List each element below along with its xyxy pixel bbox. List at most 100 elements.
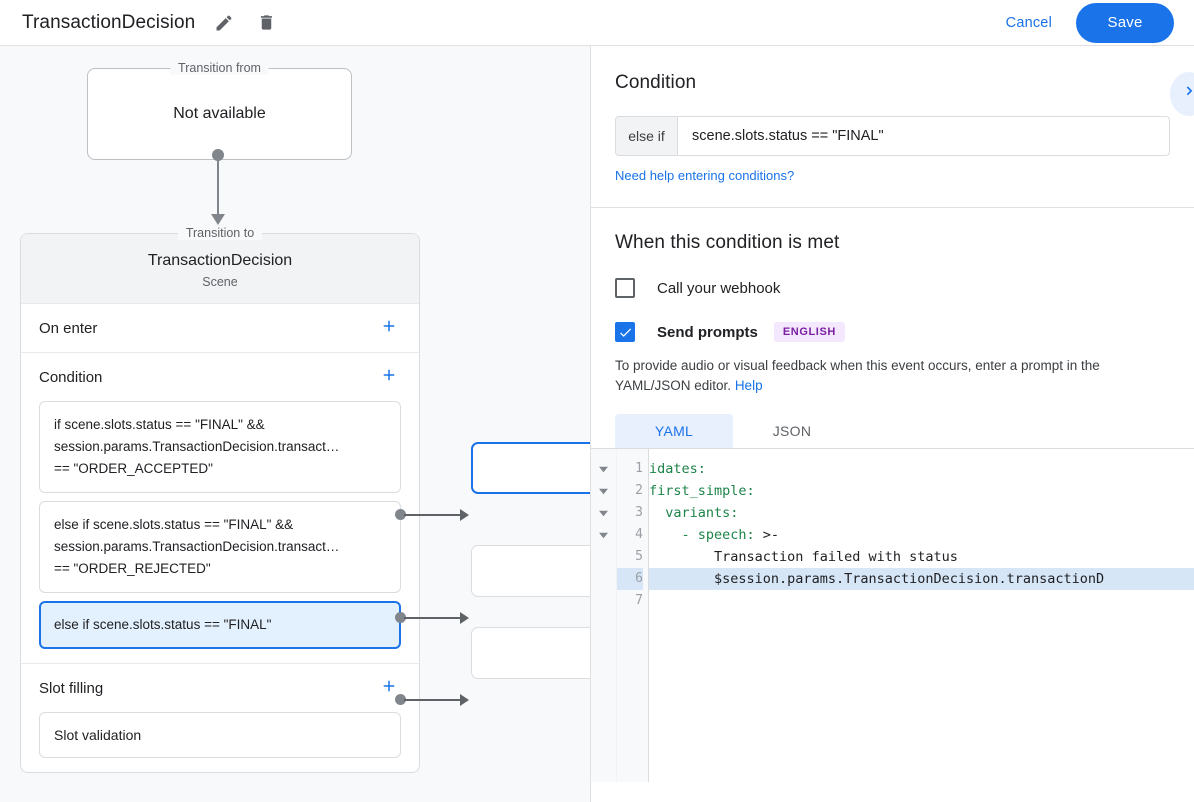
- connector-dot: [395, 694, 406, 705]
- section-condition-header: Condition: [39, 353, 401, 401]
- line-number: 7: [635, 593, 643, 608]
- connector-arrow: [460, 612, 469, 624]
- connector-arrow: [460, 509, 469, 521]
- section-on-enter: On enter: [21, 303, 419, 352]
- condition-expression-field[interactable]: else if scene.slots.status == "FINAL": [615, 116, 1170, 156]
- condition-card[interactable]: else if scene.slots.status == "FINAL" &&…: [39, 501, 401, 593]
- editor-line-numbers: 1 2 3 4 5 6 7: [617, 449, 649, 782]
- condition-line: session.params.TransactionDecision.trans…: [54, 439, 340, 454]
- add-slot-filling-button[interactable]: [377, 676, 401, 700]
- code-token-key: first_simple:: [649, 483, 755, 499]
- editor-code-content[interactable]: idates:first_simple: variants: - speech:…: [649, 449, 1194, 782]
- code-token-text: $session.params.TransactionDecision.tran…: [714, 571, 1105, 587]
- condition-help-link[interactable]: Need help entering conditions?: [615, 168, 795, 183]
- tab-json[interactable]: JSON: [772, 423, 812, 439]
- code-line: $session.params.TransactionDecision.tran…: [649, 568, 1194, 590]
- code-line: first_simple:: [649, 480, 1194, 502]
- send-prompts-label: Send prompts: [657, 323, 758, 341]
- transition-target-node[interactable]: [471, 545, 590, 597]
- slot-validation-card[interactable]: Slot validation: [39, 712, 401, 758]
- scene-name: TransactionDecision: [147, 252, 293, 269]
- expand-panel-button[interactable]: [1170, 72, 1194, 116]
- scene-graph-canvas[interactable]: Transition from Not available Transition…: [0, 46, 590, 802]
- trash-icon: [257, 13, 276, 32]
- add-condition-button[interactable]: [377, 365, 401, 389]
- cancel-button[interactable]: Cancel: [994, 6, 1064, 40]
- transition-arrow-head: [211, 214, 225, 225]
- line-number: 1: [635, 461, 643, 476]
- transition-from-value: Not available: [173, 105, 266, 122]
- code-line: Transaction failed with status: [649, 546, 1194, 568]
- panel-heading: Condition: [615, 72, 697, 93]
- tab-yaml[interactable]: YAML: [615, 414, 733, 448]
- section-on-enter-header: On enter: [39, 304, 401, 352]
- save-button[interactable]: Save: [1076, 2, 1174, 43]
- pencil-icon: [214, 13, 234, 33]
- chevron-down-icon: [599, 532, 608, 538]
- transition-to-legend: Transition to: [177, 226, 263, 240]
- chevron-down-icon: [599, 466, 608, 472]
- language-badge: ENGLISH: [773, 322, 845, 342]
- line-number: 6: [617, 568, 643, 590]
- code-line: variants:: [649, 502, 1194, 524]
- check-icon: [619, 327, 631, 337]
- fold-toggle[interactable]: [591, 480, 616, 502]
- fold-toggle[interactable]: [591, 502, 616, 524]
- connector-dot: [395, 612, 406, 623]
- transition-target-node-selected[interactable]: [471, 442, 590, 494]
- line-number: 2: [635, 483, 643, 498]
- scene-type-label: Scene: [202, 275, 238, 289]
- code-line: [649, 590, 1194, 612]
- section-slot-filling-title: Slot filling: [39, 679, 104, 697]
- webhook-row[interactable]: Call your webhook: [615, 278, 1170, 298]
- when-condition-met-section: When this condition is met Call your web…: [591, 208, 1194, 448]
- condition-card-selected[interactable]: else if scene.slots.status == "FINAL": [39, 601, 401, 649]
- section-condition-title: Condition: [39, 368, 103, 386]
- transition-target-node[interactable]: [471, 627, 590, 679]
- connector-line: [404, 617, 462, 619]
- prompt-editor-help-link[interactable]: Help: [734, 378, 763, 393]
- connector-line: [404, 514, 462, 516]
- section-slot-filling: Slot filling Slot validation: [21, 663, 419, 772]
- when-condition-heading: When this condition is met: [615, 232, 840, 253]
- condition-prefix-label: else if: [616, 117, 678, 155]
- prompt-editor-hint: To provide audio or visual feedback when…: [615, 356, 1170, 396]
- editor-fold-column: [591, 449, 617, 782]
- condition-details-panel: Condition else if scene.slots.status == …: [590, 46, 1194, 802]
- section-on-enter-title: On enter: [39, 319, 98, 337]
- prompt-code-editor[interactable]: 1 2 3 4 5 6 7 idates: first_simple: varia…: [591, 448, 1194, 782]
- section-slot-filling-header: Slot filling: [39, 664, 401, 712]
- line-number: 5: [635, 549, 643, 564]
- code-line: idates:: [649, 458, 1194, 480]
- edit-name-button[interactable]: [209, 8, 239, 38]
- add-on-enter-button[interactable]: [377, 316, 401, 340]
- scene-card-header: Transition to TransactionDecision Scene: [21, 226, 419, 303]
- delete-button[interactable]: [251, 8, 281, 38]
- code-token-text: Transaction failed with status: [714, 549, 958, 565]
- condition-line: == "ORDER_REJECTED": [54, 561, 211, 576]
- condition-line: else if scene.slots.status == "FINAL": [54, 617, 272, 632]
- transition-arrow-line: [217, 155, 219, 219]
- condition-header-section: Condition else if scene.slots.status == …: [591, 46, 1194, 208]
- code-token-key: variants:: [665, 505, 739, 521]
- code-token-text: >-: [754, 527, 780, 543]
- page-title: TransactionDecision: [22, 11, 196, 33]
- condition-expression-input[interactable]: scene.slots.status == "FINAL": [692, 128, 884, 144]
- condition-card[interactable]: if scene.slots.status == "FINAL" && sess…: [39, 401, 401, 493]
- top-bar: TransactionDecision Cancel Save: [0, 0, 1194, 46]
- transition-to-node[interactable]: Transition to TransactionDecision Scene …: [20, 226, 420, 773]
- fold-toggle[interactable]: [591, 524, 616, 546]
- transition-from-node[interactable]: Transition from Not available: [87, 61, 352, 160]
- call-webhook-checkbox[interactable]: [615, 278, 635, 298]
- editor-format-tabs: YAML JSON: [615, 414, 1170, 448]
- canvas-inner: Transition from Not available Transition…: [0, 46, 590, 802]
- connector-arrow: [460, 694, 469, 706]
- plus-icon: [380, 677, 398, 700]
- condition-line: if scene.slots.status == "FINAL" &&: [54, 417, 265, 432]
- send-prompts-checkbox[interactable]: [615, 322, 635, 342]
- fold-toggle[interactable]: [591, 458, 616, 480]
- condition-line: == "ORDER_ACCEPTED": [54, 461, 213, 476]
- line-number: 3: [635, 505, 643, 520]
- connector-line: [404, 699, 462, 701]
- send-prompts-row[interactable]: Send prompts ENGLISH: [615, 322, 1170, 342]
